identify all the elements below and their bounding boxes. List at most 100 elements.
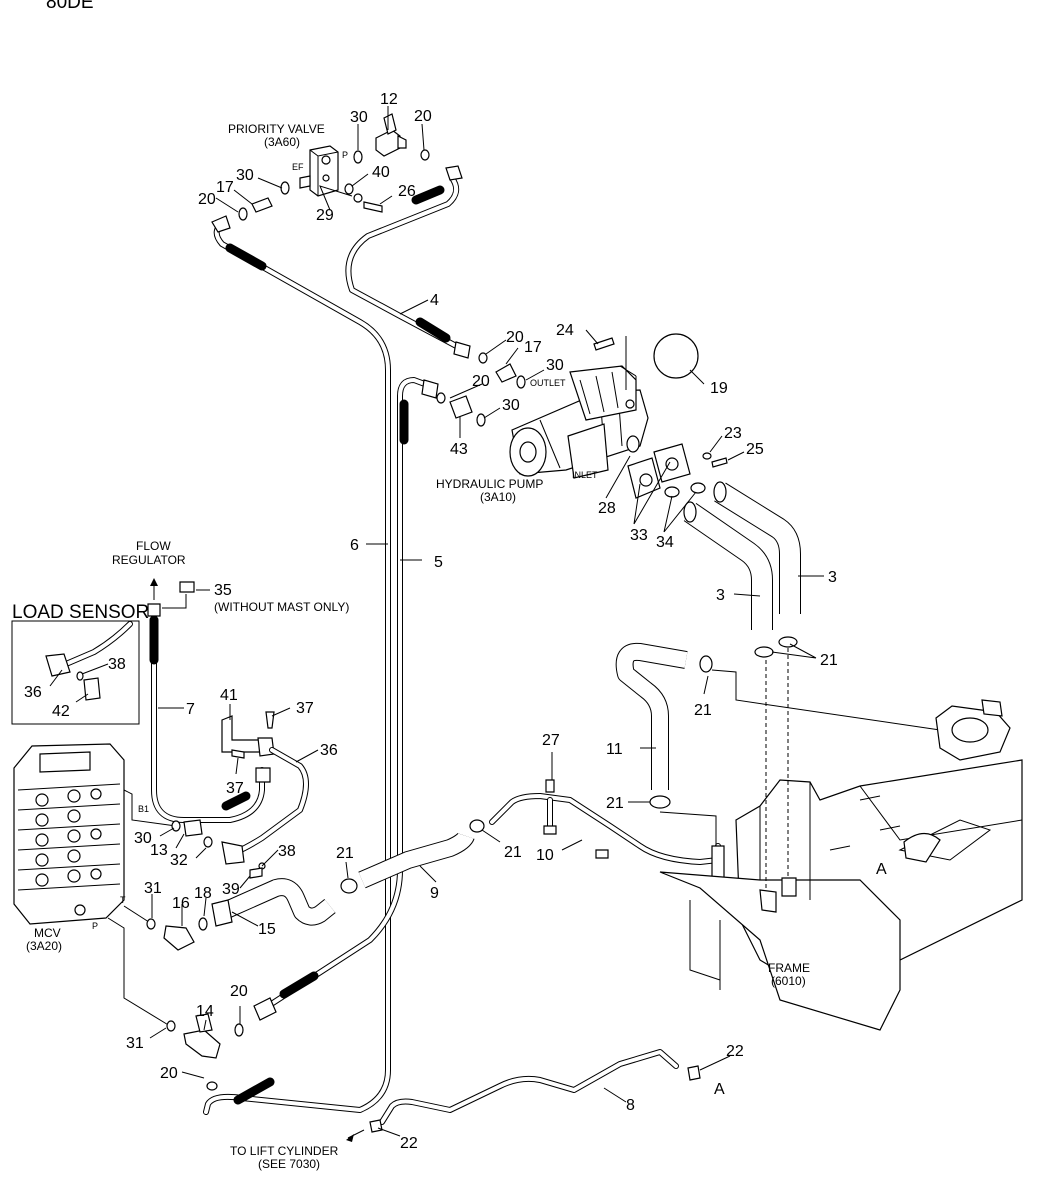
hose-7-nut-top [147, 603, 161, 617]
callout-37: 37 [296, 700, 314, 717]
callout-13: 13 [150, 842, 168, 859]
hose-4-ferrule-top [411, 185, 445, 205]
o-ring-32 [203, 836, 213, 848]
callout-5: 5 [434, 554, 443, 571]
callout-14: 14 [196, 1003, 214, 1020]
callouts: 12 20 30 40 30 17 20 29 26 4 24 20 17 30… [24, 91, 838, 1152]
callout-30: 30 [236, 167, 254, 184]
elbow-14 [183, 1029, 221, 1059]
load-sensor-o-ring-38 [76, 671, 84, 681]
model-label: 80DE [46, 0, 94, 13]
callout-4: 4 [430, 292, 439, 309]
o-ring-20-top [420, 149, 430, 161]
callout-3: 3 [716, 587, 725, 604]
o-ring-20-43 [436, 392, 446, 404]
callout-36: 36 [320, 742, 338, 759]
callout-16: 16 [172, 895, 190, 912]
callout-3: 3 [828, 569, 837, 586]
callout-20: 20 [506, 329, 524, 346]
o-ring-20-bottom [206, 1081, 218, 1091]
load-sensor-adapter-42 [83, 677, 101, 701]
callout-6: 6 [350, 537, 359, 554]
priority-valve-ref: (3A60) [264, 135, 300, 149]
hose-4-ferrule-bottom [415, 317, 451, 343]
callout-30: 30 [502, 397, 520, 414]
callout-21: 21 [606, 795, 624, 812]
callout-20: 20 [198, 191, 216, 208]
bolt-26 [363, 201, 383, 213]
connector-43 [449, 395, 473, 419]
callout-35: 35 [214, 582, 232, 599]
clamp-21-mid [469, 819, 485, 833]
callout-22: 22 [400, 1135, 418, 1152]
hydraulic-pump-ref: (3A10) [480, 490, 516, 504]
callout-32: 32 [170, 852, 188, 869]
callout-40: 40 [372, 164, 390, 181]
o-ring-30-pump [516, 375, 526, 389]
frame-label: FRAME [768, 961, 810, 975]
clamp-21-hose-11 [699, 655, 713, 673]
callout-21: 21 [504, 844, 522, 861]
elbow-fitting-12 [375, 113, 407, 157]
callout-20: 20 [472, 373, 490, 390]
callout-29: 29 [316, 207, 334, 224]
o-ring-31-p [166, 1020, 176, 1032]
lift-cylinder-ref: (SEE 7030) [258, 1157, 320, 1171]
callout-30: 30 [134, 830, 152, 847]
callout-17: 17 [524, 339, 542, 356]
callout-27: 27 [542, 732, 560, 749]
bolt-24 [593, 337, 615, 351]
callout-20: 20 [414, 108, 432, 125]
clamp-21-tank-left [754, 646, 774, 658]
hidden-line [765, 648, 789, 890]
callout-17: 17 [216, 179, 234, 196]
load-sensor-fitting [45, 653, 71, 677]
callout-23: 23 [724, 425, 742, 442]
hose-6-ferrule-top [225, 243, 267, 271]
hose-5-nut-top [421, 379, 439, 399]
hose-36-nut-top [255, 767, 271, 783]
priority-valve-label: PRIORITY VALVE [228, 122, 325, 136]
bolt-37-bottom [231, 749, 245, 759]
o-ring-30-43 [476, 413, 486, 427]
load-sensor-label: LOAD SENSOR [12, 602, 149, 623]
flow-regulator-label-1: FLOW [136, 539, 171, 553]
hose-5-ferrule-bottom [279, 971, 319, 999]
callout-43: 43 [450, 441, 468, 458]
washer-23 [702, 452, 712, 460]
callout-21: 21 [694, 702, 712, 719]
callout-11: 11 [606, 741, 623, 758]
cap-22-top [687, 1065, 701, 1081]
callout-28: 28 [598, 500, 616, 517]
callout-18: 18 [194, 885, 212, 902]
cap-22-bottom [369, 1119, 383, 1133]
port-b1-label: B1 [138, 804, 149, 814]
o-ring-20-left [238, 207, 248, 221]
hose-4-nut-bottom [453, 341, 471, 359]
hose-7-ferrule-bottom [221, 791, 251, 811]
outlet-label: OUTLET [530, 378, 566, 388]
plug-39 [249, 867, 263, 879]
frame-ref: (6010) [771, 974, 806, 988]
clamp-21-pipe [649, 795, 671, 809]
o-ring-20-14 [234, 1023, 244, 1037]
bolt-37-top [265, 711, 275, 729]
callout-20: 20 [230, 983, 248, 1000]
plug-35 [179, 581, 195, 593]
pipe-10-bracket-1 [543, 825, 557, 835]
callout-33: 33 [630, 527, 648, 544]
callout-25: 25 [746, 441, 764, 458]
connector-17-pump [495, 363, 517, 383]
inlet-label: INLET [572, 470, 598, 480]
flow-regulator-arrow [150, 578, 158, 586]
callout-31: 31 [144, 880, 162, 897]
hose-5-nut-bottom [253, 997, 277, 1021]
bolt-25 [711, 457, 728, 468]
o-ring-30-mcv [171, 820, 181, 832]
callout-31: 31 [126, 1035, 144, 1052]
callout-8: 8 [626, 1097, 635, 1114]
port-p-mcv-label: P [92, 921, 98, 931]
priority-valve [299, 145, 339, 197]
callout-36: 36 [24, 684, 42, 701]
